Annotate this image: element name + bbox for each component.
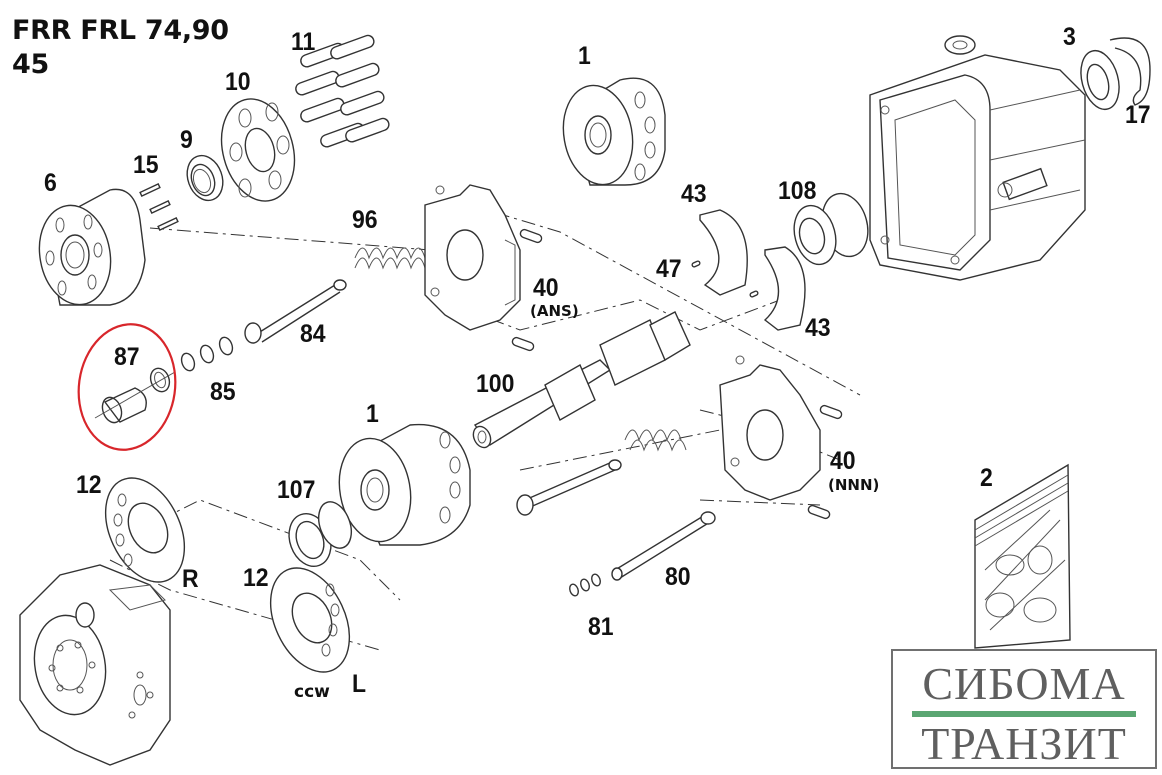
sibomatranzit-logo: СИБОМА ТРАНЗИТ	[891, 649, 1157, 769]
callout-ccw: ccw	[294, 682, 330, 702]
callout-87: 87	[114, 343, 140, 371]
part-11-pistons	[295, 34, 390, 148]
part-3-shaft-seal	[1080, 49, 1120, 111]
callout-85: 85	[210, 378, 236, 406]
callout-100: 100	[476, 370, 515, 398]
part-40-ans-swashplate	[424, 184, 543, 352]
part-85-o-rings	[180, 336, 234, 372]
callout-84: 84	[300, 320, 326, 348]
callout-1-bottom: 1	[366, 400, 379, 428]
part-43-cradle-lower	[763, 246, 806, 331]
part-10-retainer-plate	[220, 98, 296, 202]
callout-40-nnn-variant: (NNN)	[828, 476, 880, 494]
title-line-2: 45	[12, 49, 49, 80]
part-84-servo-rod	[244, 279, 347, 344]
part-12-l-valve-plate	[269, 567, 351, 673]
callout-40-ans-variant: (ANS)	[530, 302, 579, 320]
servo-rod-lower	[516, 459, 622, 516]
part-1-rotating-group-bottom	[338, 423, 471, 546]
part-6-cylinder-block	[38, 188, 146, 306]
callout-r: R	[182, 565, 199, 593]
end-cap	[19, 564, 171, 766]
callout-12-l: 12	[243, 564, 269, 592]
highlight-circle-87	[77, 323, 177, 451]
part-80-rod	[611, 511, 716, 581]
part-17-retaining-ring	[1109, 37, 1151, 106]
callout-40-ans: 40	[533, 274, 559, 302]
callout-43-upper: 43	[681, 180, 707, 208]
part-2-seal-kit-bag	[974, 463, 1071, 649]
part-96-spring-lower	[624, 429, 687, 452]
title-line-1: FRR FRL 74,90	[12, 15, 229, 46]
callout-81: 81	[588, 613, 614, 641]
part-43-cradle-upper	[699, 209, 748, 296]
part-12-r-valve-plate	[104, 477, 186, 583]
part-87-sleeve	[94, 367, 176, 424]
callout-96: 96	[352, 206, 378, 234]
part-1-rotating-group-top	[562, 77, 666, 186]
callout-l: L	[352, 670, 367, 698]
callout-6: 6	[44, 169, 57, 197]
part-96-spring	[354, 247, 426, 270]
part-100-drive-shaft	[472, 311, 691, 449]
callout-107: 107	[277, 476, 316, 504]
part-47-dowel-pins	[691, 260, 759, 298]
part-107-bearing	[288, 501, 353, 567]
callout-80: 80	[665, 563, 691, 591]
part-9-needle-bearing	[186, 154, 224, 202]
callout-17: 17	[1125, 101, 1151, 129]
part-40-nnn-swashplate	[719, 355, 843, 520]
callout-9: 9	[180, 126, 193, 154]
part-81-o-rings	[569, 573, 601, 597]
part-108-bearing	[793, 192, 869, 266]
callout-15: 15	[133, 151, 159, 179]
pump-housing	[869, 35, 1086, 281]
logo-line-1: СИБОМА	[922, 658, 1126, 709]
callout-2: 2	[980, 464, 993, 492]
callout-11: 11	[291, 28, 316, 56]
callout-10: 10	[225, 68, 251, 96]
callout-1-top: 1	[578, 42, 591, 70]
callout-108: 108	[778, 177, 817, 205]
diagram-title: FRR FRL 74,90 45	[12, 14, 229, 82]
callout-47: 47	[656, 255, 682, 283]
callout-3: 3	[1063, 23, 1076, 51]
logo-accent-bar	[912, 711, 1136, 717]
logo-line-2: ТРАНЗИТ	[921, 718, 1127, 769]
part-15-pins	[139, 183, 179, 231]
callout-43-lower: 43	[805, 314, 831, 342]
callout-12-r: 12	[76, 471, 102, 499]
callout-40-nnn: 40	[830, 447, 856, 475]
